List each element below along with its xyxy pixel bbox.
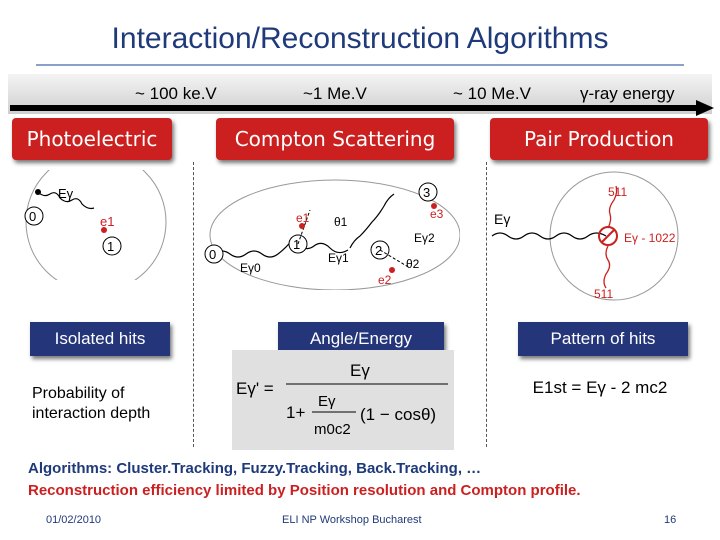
process-compton: Compton Scattering [216,118,454,160]
footer-date: 01/02/2010 [46,514,102,526]
process-photoelectric: Photoelectric [12,118,172,160]
photo-photon-label: Eγ [58,186,74,201]
compton-electron-3: e3 [430,207,444,221]
compton-node-3: 3 [423,185,430,200]
compton-photon-1: Eγ1 [328,251,349,265]
photoelectric-diagram: 0 1 Eγ e1 [24,170,167,280]
formula-cos-factor: (1 − cosθ) [360,405,436,424]
formula-lhs: Eγ' = [236,379,274,398]
formula-denominator-one: 1+ [286,403,305,422]
reconstruction-text: Reconstruction efficiency limited by Pos… [28,482,581,499]
compton-diagram: 0 1 2 3 e1 e2 e3 θ1 θ2 Eγ0 Eγ1 Eγ2 [204,179,460,290]
photo-node-0: 0 [29,209,36,224]
process-pair: Pair Production [490,118,708,160]
compton-node-1: 1 [293,237,300,252]
compton-node-2: 2 [375,243,382,258]
compton-photon-0: Eγ0 [240,261,261,275]
separator-left [193,162,194,447]
pair-photon-label: Eγ [494,211,510,227]
method-angle-energy: Angle/Energy [278,322,444,356]
footer-event: ELI NP Workshop Bucharest [282,514,422,526]
formula-inner-numerator: Eγ [318,393,336,410]
formula-numerator: Eγ [350,361,370,380]
pair-production-diagram: Eγ 511 511 Eγ - 1022 [491,171,679,301]
energy-axis-label: γ-ray energy [580,84,675,103]
footer-page-number: 16 [664,514,677,526]
compton-electron-2: e2 [378,273,392,287]
compton-node-0: 0 [209,247,216,262]
energy-tick-10mev: ~ 10 Me.V [453,84,531,103]
photo-node-1: 1 [107,239,114,254]
pair-positron-label: Eγ - 1022 [624,231,676,245]
separator-right [486,162,487,447]
method-isolated-hits: Isolated hits [30,322,170,356]
photo-electron-label: e1 [100,214,114,229]
interaction-depth-note: Probability of interaction depth [32,385,151,422]
pair-511-bottom: 511 [594,287,613,301]
formula-inner-denominator: m0c2 [314,421,351,438]
compton-theta-1: θ1 [334,215,348,229]
compton-formula: Eγ' = Eγ 1+ Eγ m0c2 (1 − cosθ) [232,350,454,450]
compton-theta-2: θ2 [406,257,420,271]
method-pattern-of-hits: Pattern of hits [518,322,688,356]
energy-tick-1mev: ~1 Me.V [303,84,367,103]
title-underline [36,64,684,66]
slide-title: Interaction/Reconstruction Algorithms [111,22,609,55]
energy-tick-100kev: ~ 100 ke.V [135,84,217,103]
pair-energy-relation: E1st = Eγ - 2 mc2 [532,378,668,397]
algorithms-text: Algorithms: Cluster.Tracking, Fuzzy.Trac… [28,460,482,477]
compton-photon-2: Eγ2 [414,231,435,245]
compton-electron-1: e1 [296,211,310,225]
pair-511-top: 511 [608,185,627,199]
